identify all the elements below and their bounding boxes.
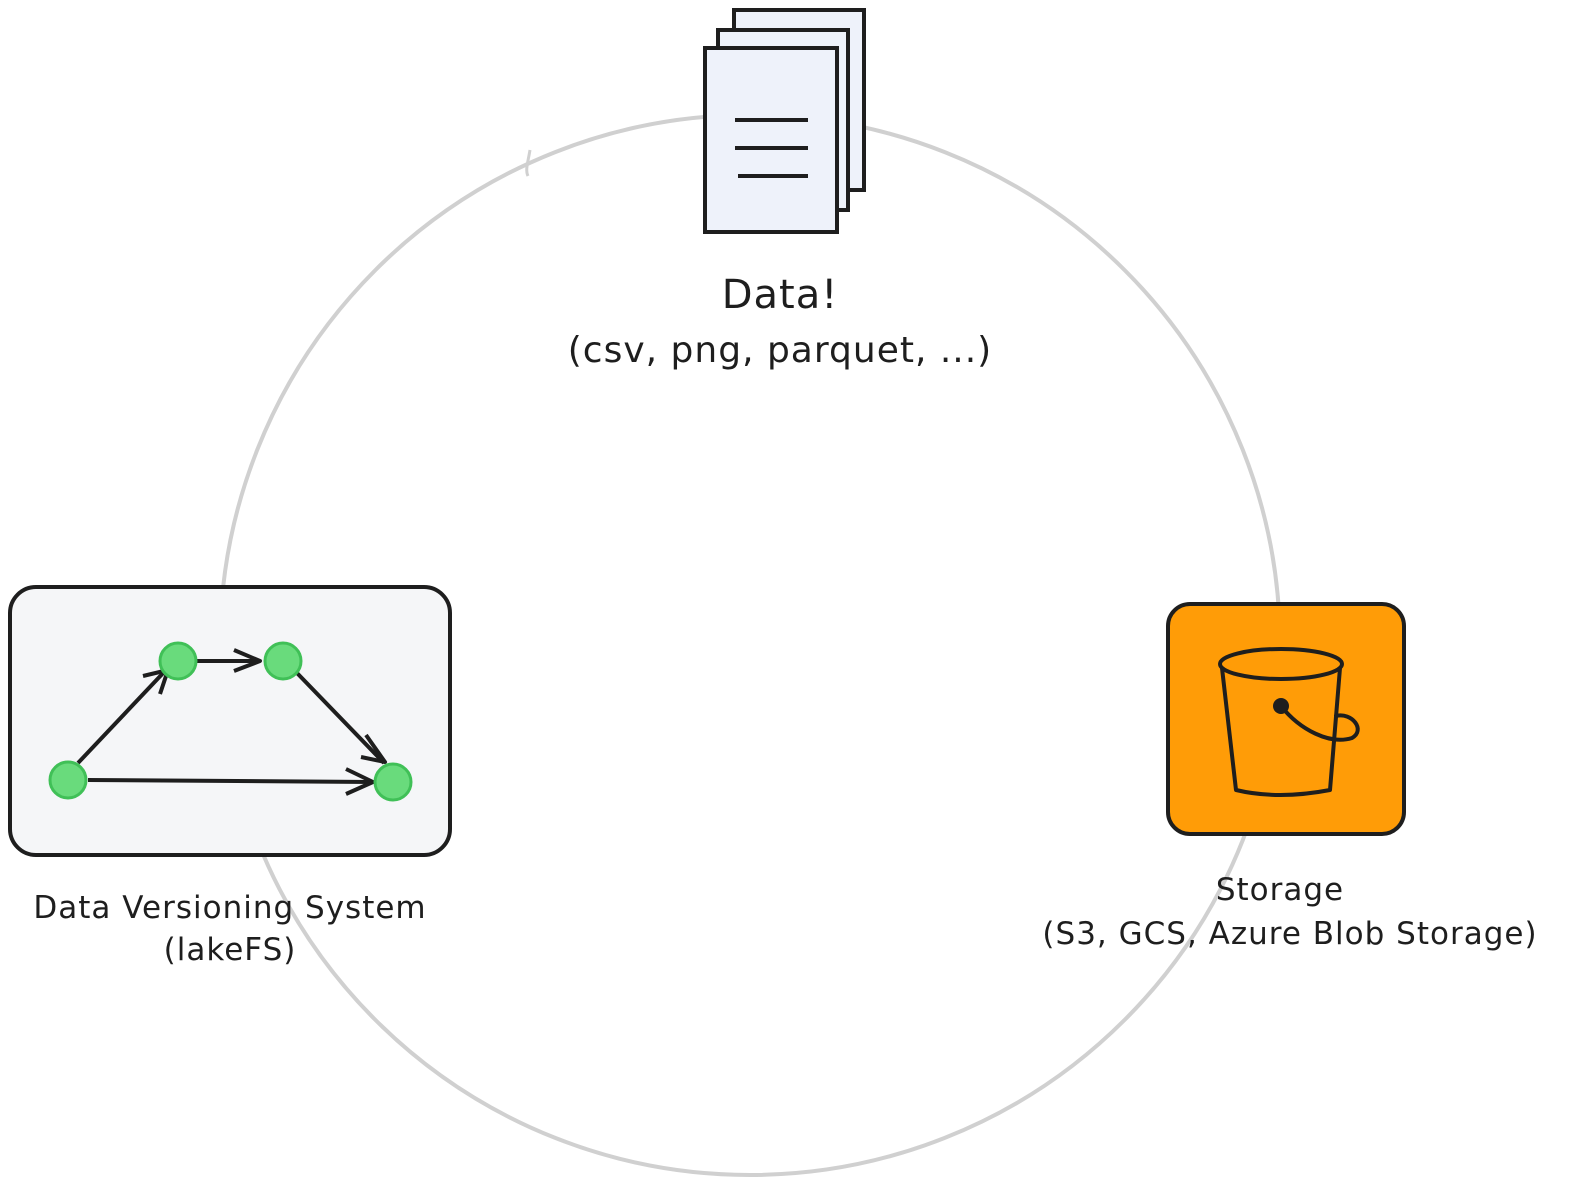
storage-title: Storage xyxy=(1215,872,1345,908)
versioning-title: Data Versioning System xyxy=(33,890,427,926)
commit-edge-arrowhead xyxy=(233,648,262,673)
commit-node xyxy=(158,641,198,681)
commit-edge-arrowhead xyxy=(345,767,375,796)
commit-edge xyxy=(295,671,386,765)
document-stack-icon xyxy=(703,8,866,234)
commit-node xyxy=(263,641,303,681)
data-title: Data! xyxy=(721,272,839,318)
commit-edge xyxy=(87,778,373,784)
versioning-subtitle: (lakeFS) xyxy=(163,932,297,968)
commit-graph-icon xyxy=(8,585,452,857)
storage-box xyxy=(1166,602,1406,836)
commit-edge xyxy=(76,668,168,765)
commit-node xyxy=(48,760,88,800)
data-formats: (csv, png, parquet, ...) xyxy=(567,330,993,371)
cycle-circle-sketch-mark xyxy=(525,149,532,177)
versioning-panel xyxy=(8,585,452,857)
commit-node xyxy=(373,762,413,802)
bucket-icon xyxy=(1166,602,1406,836)
commit-edge-arrowhead xyxy=(360,733,387,764)
storage-subtitle: (S3, GCS, Azure Blob Storage) xyxy=(1042,916,1538,952)
